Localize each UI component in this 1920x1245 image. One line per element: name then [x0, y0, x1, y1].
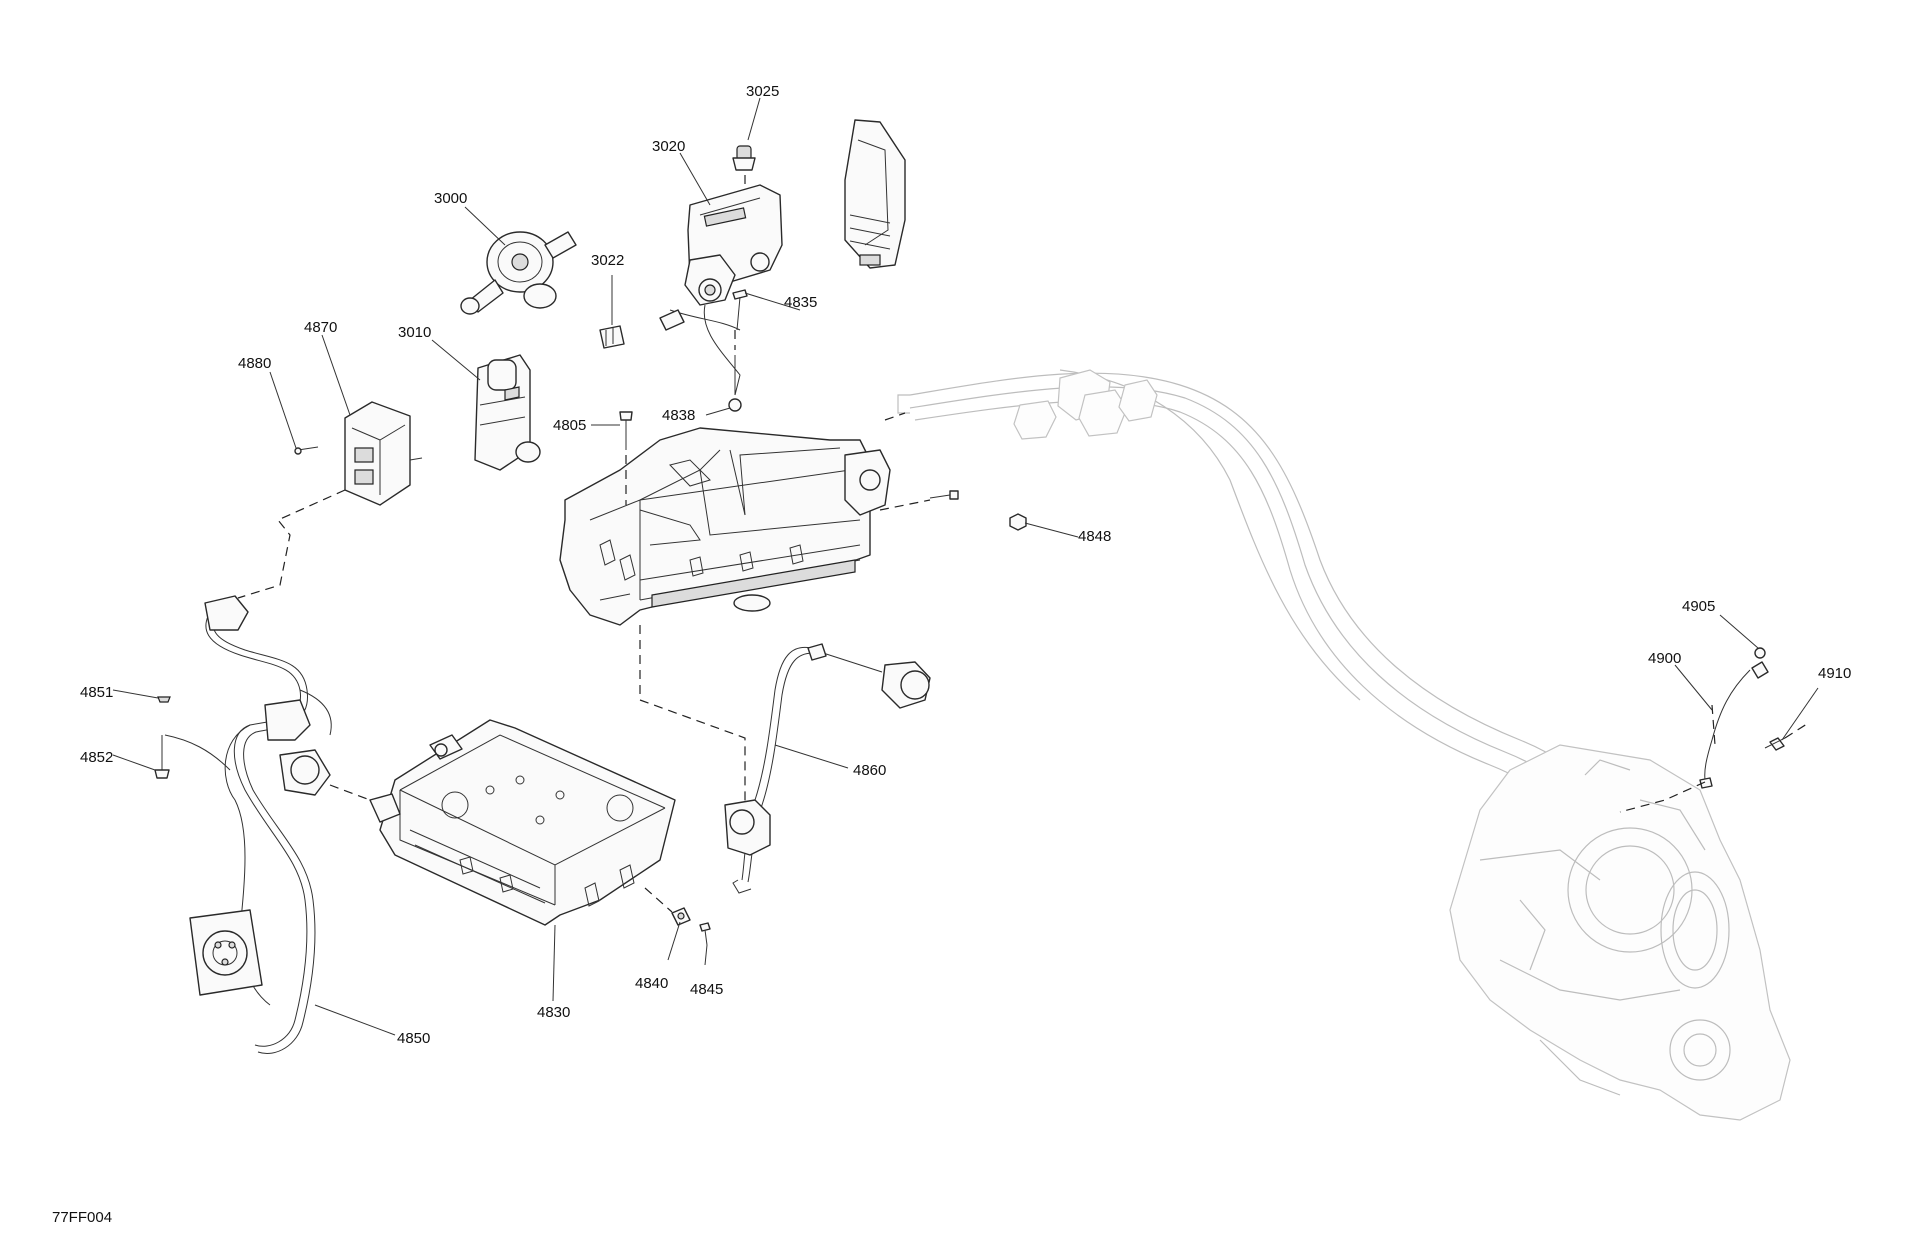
part-4835-screw — [732, 289, 748, 331]
part-4880-screw — [294, 446, 319, 455]
part-main-housing — [559, 427, 891, 626]
part-4840-connector — [671, 907, 691, 926]
part-4852-bolt — [154, 735, 170, 779]
part-control-module — [844, 119, 906, 269]
part-4845-screw — [699, 922, 711, 946]
part-4870-bracket — [344, 401, 423, 506]
callout-4870: 4870 — [304, 319, 337, 336]
part-3000-pump — [460, 231, 577, 315]
part-4830-charger — [369, 719, 676, 926]
part-4860-harness — [724, 643, 931, 894]
assembly-lines — [237, 175, 1811, 913]
callout-4835: 4835 — [784, 294, 817, 311]
callout-labels: 3025 3020 3000 3022 4835 4870 3010 4880 … — [80, 83, 1851, 1047]
callout-4850: 4850 — [397, 1030, 430, 1047]
callout-3010: 3010 — [398, 324, 431, 341]
callout-4905: 4905 — [1682, 598, 1715, 615]
callout-4900: 4900 — [1648, 650, 1681, 667]
callout-3000: 3000 — [434, 190, 467, 207]
callout-4880: 4880 — [238, 355, 271, 372]
callout-4805: 4805 — [553, 417, 586, 434]
part-4900-sensor-cable — [1699, 661, 1769, 789]
part-4851-clip — [157, 696, 171, 703]
diagram-reference-code: 77FF004 — [52, 1209, 112, 1226]
callout-4910: 4910 — [1818, 665, 1851, 682]
callout-4852: 4852 — [80, 749, 113, 766]
callout-3022: 3022 — [591, 252, 624, 269]
callout-4860: 4860 — [853, 762, 886, 779]
part-housing-screw — [929, 490, 959, 500]
callout-3025: 3025 — [746, 83, 779, 100]
part-3010-valve — [474, 354, 541, 471]
callout-4845: 4845 — [690, 981, 723, 998]
part-3025-sensor — [732, 145, 756, 171]
callout-3020: 3020 — [652, 138, 685, 155]
callout-4848: 4848 — [1078, 528, 1111, 545]
leader-lines — [112, 97, 1819, 1036]
part-4850-harness — [164, 595, 332, 1054]
callout-4838: 4838 — [662, 407, 695, 424]
part-4905-oring — [1754, 647, 1766, 659]
part-4838-fitting — [728, 355, 742, 412]
part-4848-nut — [1009, 513, 1027, 531]
background-motor-assembly — [897, 369, 1791, 1121]
part-4805-screw — [619, 411, 633, 450]
callout-4851: 4851 — [80, 684, 113, 701]
callout-4830: 4830 — [537, 1004, 570, 1021]
part-3020-actuator — [659, 184, 783, 396]
callout-4840: 4840 — [635, 975, 668, 992]
part-3022-clip — [599, 325, 625, 349]
